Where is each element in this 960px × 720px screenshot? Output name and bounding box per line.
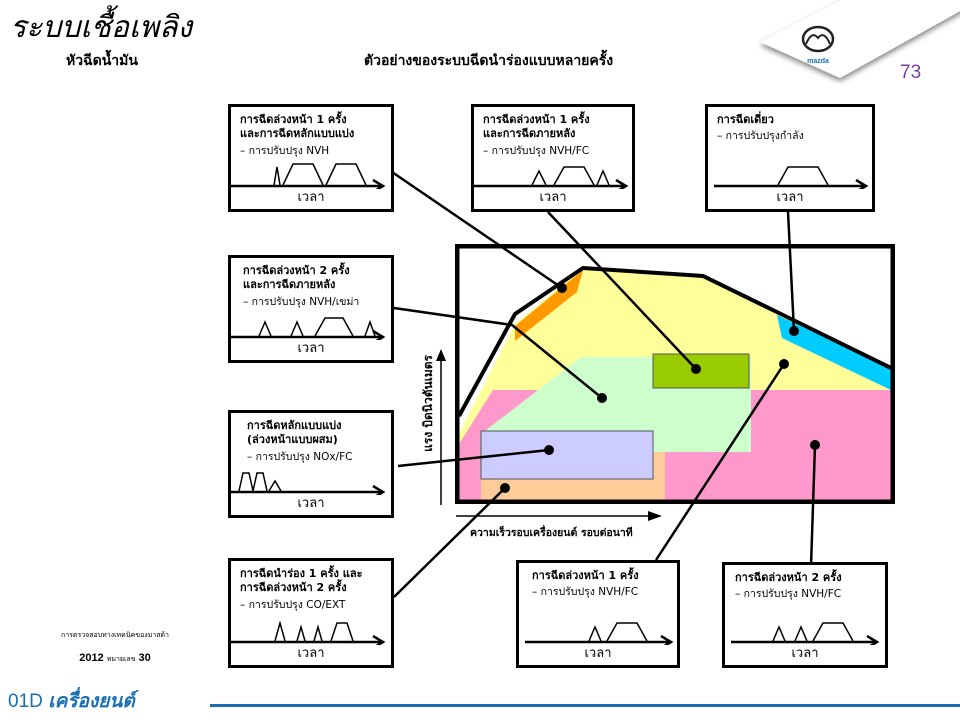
box-subtitle: – การปรับปรุงกำลัง [717,130,804,142]
box-title: และการฉีดหลักแบบแบ่ง [240,127,355,140]
injection-pulse-graph [525,622,674,645]
time-label: เวลา [791,646,819,661]
footer-note: การตรวจสอบทางเทคนิคของมาสด้า [60,632,169,639]
injection-pulse-graph [714,166,869,189]
box-title: การฉีดล่วงหน้า 1 ครั้ง [483,113,590,126]
page-number: 73 [900,62,922,83]
arrow-right-icon [372,634,386,645]
injection-pulse-graph [731,622,880,645]
box-pre2-after: การฉีดล่วงหน้า 2 ครั้ง และการฉีดภายหลัง … [228,255,394,363]
box-title: การฉีดล่วงหน้า 2 ครั้ง [240,581,347,594]
injection-pulse-graph [231,620,386,645]
box-title: การฉีดล่วงหน้า 1 ครั้ง [240,113,347,126]
box-title: การฉีดหลักแบบแบ่ง [247,419,342,432]
box-subtitle: – การปรับปรุง NOx/FC [247,451,353,463]
section-subtitle: หัวฉีดน้ำมัน [66,53,138,69]
footer-chapter: 01D เครื่องยนต์ [8,686,135,716]
arrow-right-icon [372,329,386,340]
x-axis-label: ความเร็วรอบเครื่องยนต์ รอบต่อนาที [470,527,633,539]
arrow-right-icon [615,178,629,189]
y-axis-label: แรง บิดนิวตันเมตร [421,355,435,452]
footer-issue-label: หมายเลข [106,656,136,663]
time-label: เวลา [297,646,325,661]
arrow-right-icon [372,178,386,189]
arrow-right-icon [855,178,869,189]
box-subtitle: – การปรับปรุง NVH [240,145,330,157]
box-title: และการฉีดภายหลัง [483,127,576,140]
injection-pulse-graph [231,317,386,340]
footer-divider [210,704,960,707]
chapter-name: เครื่องยนต์ [48,691,135,712]
box-title: การฉีดล่วงหน้า 2 ครั้ง [735,571,842,584]
box-pre1-split-main: การฉีดล่วงหน้า 1 ครั้ง และการฉีดหลักแบบแ… [228,104,394,212]
footer-issue-number: 30 [138,652,151,664]
footer-issue: 2012 หมายเลข 30 [30,652,200,665]
box-subtitle: – การปรับปรุง CO/EXT [240,599,346,611]
box-title: และการฉีดภายหลัง [243,278,336,291]
box-subtitle: – การปรับปรุง NVH/FC [735,588,842,600]
time-label: เวลา [539,190,567,205]
marker-dot [810,440,820,450]
mazda-logo-text: mazda [807,58,829,65]
box-pre1: การฉีดล่วงหน้า 1 ครั้ง – การปรับปรุง NVH… [516,560,680,668]
box-pre2: การฉีดล่วงหน้า 2 ครั้ง – การปรับปรุง NVH… [722,562,888,668]
box-subtitle: – การปรับปรุง NVH/FC [532,586,639,598]
axes [436,349,662,521]
box-title: การฉีดล่วงหน้า 2 ครั้ง [243,264,350,277]
box-pre1-after: การฉีดล่วงหน้า 1 ครั้ง และการฉีดภายหลัง … [471,104,635,212]
time-label: เวลา [297,496,325,511]
injection-pulse-graph [474,166,629,189]
marker-dot [557,283,567,293]
box-single: การฉีดเดี่ยว – การปรับปรุงกำลัง เวลา [705,104,875,212]
box-subtitle: – การปรับปรุง NVH/FC [483,145,590,157]
chapter-code: 01D [8,691,43,712]
region-single [777,315,891,390]
arrow-right-icon [660,634,674,645]
footer-year: 2012 [79,652,104,664]
time-label: เวลา [776,190,804,205]
box-pilot1-pre2: การฉีดนำร่อง 1 ครั้ง และ การฉีดล่วงหน้า … [228,558,394,668]
slide-title: ระบบเชื้อเพลิง [10,10,193,45]
injection-pulse-graph [231,472,386,495]
box-title: การฉีดล่วงหน้า 1 ครั้ง [532,569,639,582]
y-axis-arrow-icon [436,349,446,361]
x-axis-arrow-icon [648,511,662,521]
marker-dot [789,326,799,336]
box-title: การฉีดเดี่ยว [717,113,774,126]
arrow-right-icon [866,634,880,645]
box-title: การฉีดนำร่อง 1 ครั้ง และ [240,567,363,580]
mazda-banner: mazda [760,0,960,78]
marker-dot [779,359,789,369]
box-title: (ล่วงหน้าแบบผสม) [247,433,338,446]
time-label: เวลา [584,646,612,661]
time-label: เวลา [297,190,325,205]
injection-pulse-graph [231,163,386,189]
time-label: เวลา [297,341,325,356]
mazda-logo-icon: mazda [801,25,835,65]
box-subtitle: – การปรับปรุง NVH/เขม่า [243,296,360,308]
arrow-right-icon [372,484,386,495]
marker-dot [691,364,701,374]
diagram-title: ตัวอย่างของระบบฉีดนำร่องแบบหลายครั้ง [364,53,614,69]
box-split-main-mixed: การฉีดหลักแบบแบ่ง (ล่วงหน้าแบบผสม) – การ… [228,410,394,518]
